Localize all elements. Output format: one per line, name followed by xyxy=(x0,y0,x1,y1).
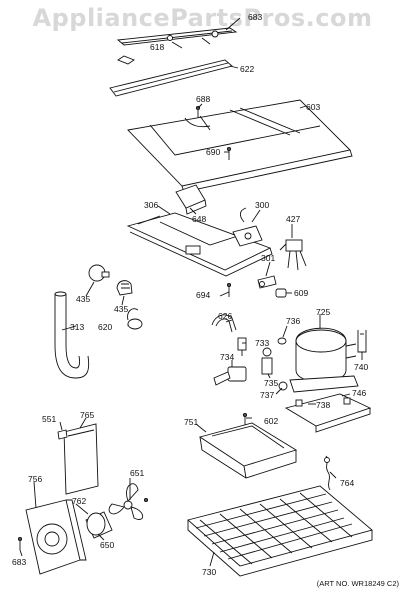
label-306: 306 xyxy=(144,200,158,210)
label-427: 427 xyxy=(286,214,300,224)
control-housing-part-306[interactable] xyxy=(126,212,273,277)
label-683-bottom: 683 xyxy=(12,557,26,567)
label-736: 736 xyxy=(286,316,300,326)
bulb-part-435-a[interactable] xyxy=(88,264,110,282)
label-551: 551 xyxy=(42,414,56,424)
clip-part-740[interactable] xyxy=(357,330,367,353)
duct-part-622[interactable] xyxy=(109,59,233,97)
label-602: 602 xyxy=(264,416,278,426)
label-650: 650 xyxy=(100,540,114,550)
art-number: (ART NO. WR18249 C2) xyxy=(316,579,399,588)
label-733: 733 xyxy=(255,338,269,348)
overload-part-734[interactable] xyxy=(213,366,247,386)
part-301[interactable] xyxy=(257,275,277,289)
label-618: 618 xyxy=(150,42,164,52)
label-622: 622 xyxy=(240,64,254,74)
relay-part-427[interactable] xyxy=(279,239,307,271)
control-part-300[interactable] xyxy=(232,207,263,247)
label-746: 746 xyxy=(352,388,366,398)
socket-part-435-b[interactable] xyxy=(116,280,133,296)
label-435-b: 435 xyxy=(114,304,128,314)
drain-tube-part-313[interactable] xyxy=(54,291,90,379)
label-651: 651 xyxy=(130,468,144,478)
label-313: 313 xyxy=(70,322,84,332)
label-300: 300 xyxy=(255,200,269,210)
label-738: 738 xyxy=(316,400,330,410)
label-301: 301 xyxy=(261,253,275,263)
screw-part-688[interactable] xyxy=(195,105,201,118)
label-626: 626 xyxy=(218,311,232,321)
thermostat-part-648[interactable] xyxy=(175,184,207,215)
label-603: 603 xyxy=(306,102,320,112)
part-551[interactable] xyxy=(57,429,68,440)
label-765: 765 xyxy=(80,410,94,420)
leader-lines xyxy=(19,17,363,567)
fan-motor-part-650[interactable] xyxy=(85,511,113,539)
label-683-top: 683 xyxy=(248,12,262,22)
part-764[interactable] xyxy=(324,455,331,491)
rail-part-618[interactable] xyxy=(116,27,238,65)
part-735[interactable] xyxy=(261,347,273,375)
watermark: AppliancePartsPros.com xyxy=(32,4,373,32)
screw-part-694[interactable] xyxy=(226,282,232,297)
part-609[interactable] xyxy=(275,288,287,298)
part-736[interactable] xyxy=(277,337,287,345)
fan-housing-part-756[interactable] xyxy=(25,499,87,575)
label-435-a: 435 xyxy=(76,294,90,304)
label-740: 740 xyxy=(354,362,368,372)
label-609: 609 xyxy=(294,288,308,298)
label-688: 688 xyxy=(196,94,210,104)
label-620: 620 xyxy=(98,322,112,332)
label-751: 751 xyxy=(184,417,198,427)
fan-blade-part-651[interactable] xyxy=(108,483,149,520)
label-762: 762 xyxy=(72,496,86,506)
evaporator-part-730[interactable] xyxy=(187,485,373,577)
label-725: 725 xyxy=(316,307,330,317)
shelf-part-603[interactable] xyxy=(127,99,353,193)
panel-part-765[interactable] xyxy=(63,423,99,495)
part-737[interactable] xyxy=(278,381,288,391)
label-735: 735 xyxy=(264,378,278,388)
part-733[interactable] xyxy=(237,337,247,356)
label-690: 690 xyxy=(206,147,220,157)
label-730: 730 xyxy=(202,567,216,577)
label-737: 737 xyxy=(260,390,274,400)
part-620[interactable] xyxy=(127,308,143,330)
label-694: 694 xyxy=(196,290,210,300)
label-756: 756 xyxy=(28,474,42,484)
compressor-part-725[interactable] xyxy=(289,327,359,393)
label-734: 734 xyxy=(220,352,234,362)
label-764: 764 xyxy=(340,478,354,488)
drain-pan-part-746[interactable] xyxy=(284,393,372,433)
drain-tray-part-751[interactable] xyxy=(198,422,298,479)
screw-part-683-bottom[interactable] xyxy=(17,536,23,550)
label-648: 648 xyxy=(192,214,206,224)
